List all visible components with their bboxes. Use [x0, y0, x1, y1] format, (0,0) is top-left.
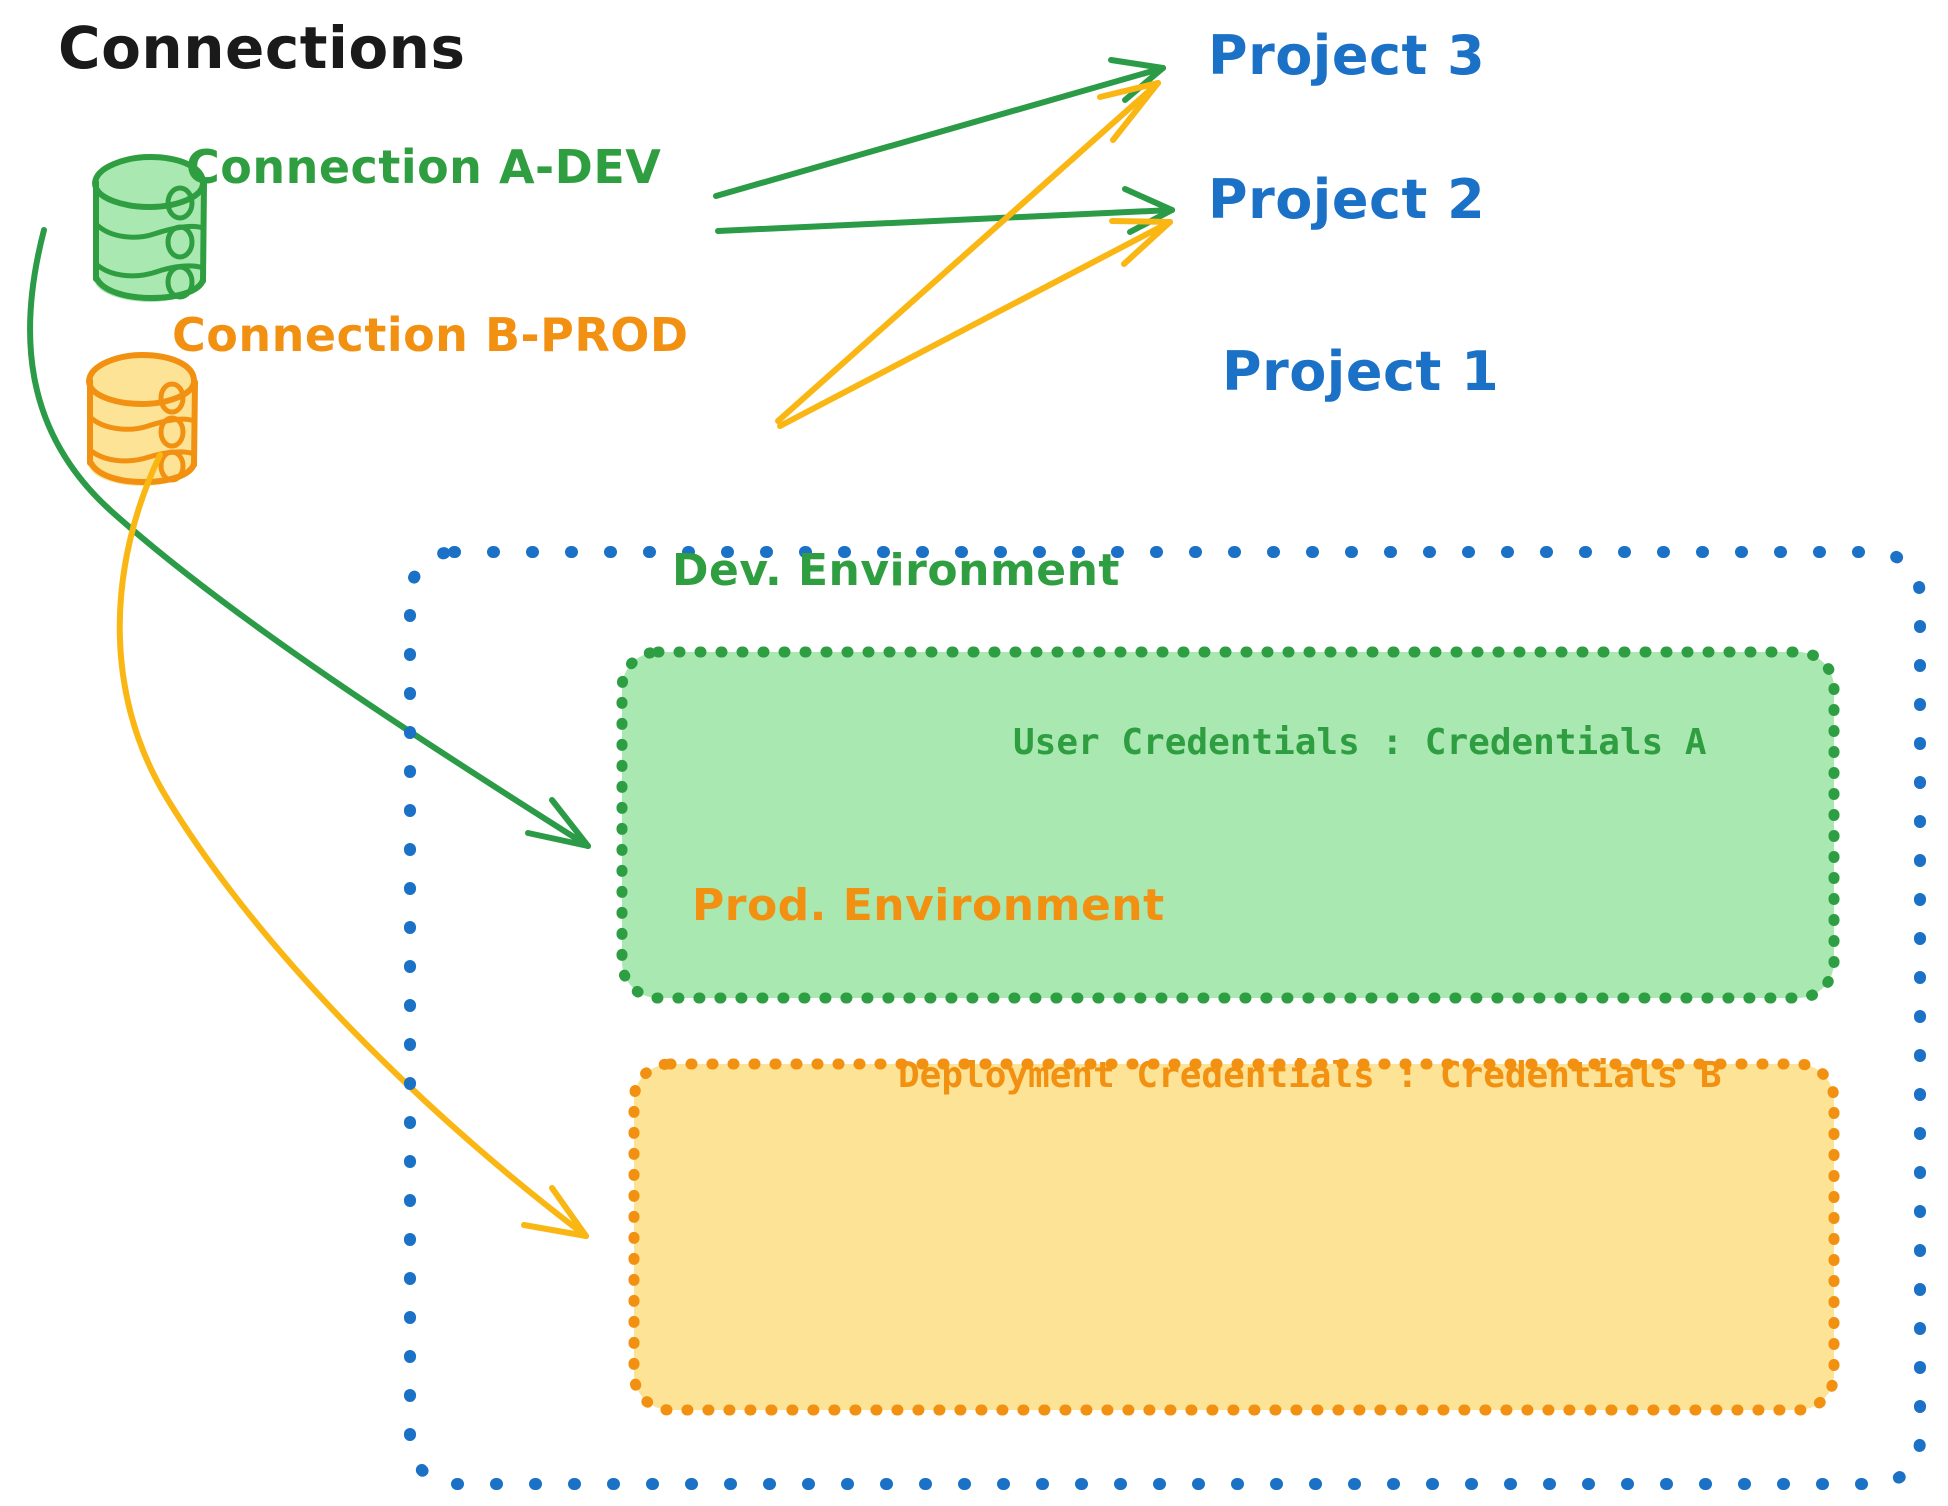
- arrow-conn-b-to-project-3: [775, 80, 1161, 424]
- arrow-conn-a-to-project-2: [715, 186, 1175, 235]
- arrow-conn-a-to-dev-environment: [27, 227, 591, 849]
- dev-environment-title: Dev. Environment: [672, 545, 1120, 596]
- prod-environment-title: Prod. Environment: [692, 880, 1165, 931]
- project-1-container: [404, 546, 1926, 1490]
- database-cylinder-icon-orange: [86, 352, 198, 486]
- connection-a-dev-label: Connection A-DEV: [186, 140, 662, 194]
- prod-environment-box: [628, 1058, 1840, 1416]
- prod-environment-credentials: Deployment Credentials : Credentials B: [898, 1055, 1722, 1096]
- arrow-conn-a-to-project-3: [713, 57, 1166, 199]
- connection-b-prod-label: Connection B-PROD: [172, 308, 689, 362]
- project-1-label: Project 1: [1222, 340, 1500, 403]
- arrow-conn-b-to-project-2: [777, 218, 1173, 429]
- arrow-conn-b-to-prod-environment: [116, 452, 589, 1239]
- project-3-label: Project 3: [1208, 24, 1486, 87]
- dev-environment-box: [616, 646, 1840, 1004]
- dev-environment-credentials: User Credentials : Credentials A: [1013, 722, 1707, 763]
- database-cylinder-icon-green: [92, 154, 207, 302]
- project-2-label: Project 2: [1208, 168, 1486, 231]
- page-title: Connections: [58, 14, 466, 82]
